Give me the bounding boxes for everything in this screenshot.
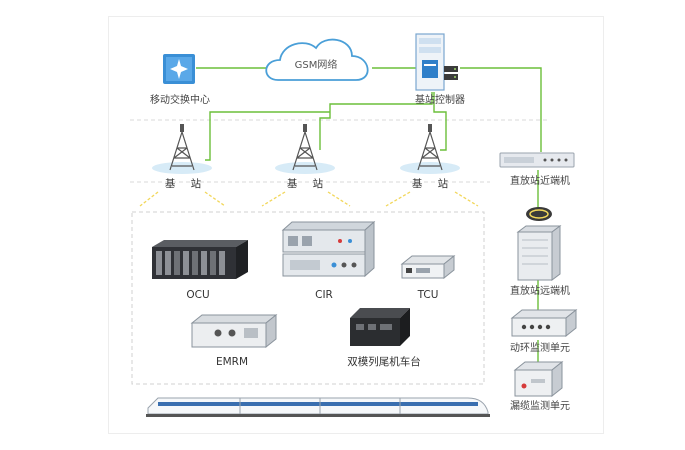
base-station-tower-2 <box>275 124 335 174</box>
base-station-tower-3 <box>400 124 460 174</box>
link-bsc-bs2 <box>319 92 433 150</box>
dual-mode-label: 双模列尾机车台 <box>347 356 421 368</box>
loop-monitor-icon <box>510 308 578 338</box>
repeater-far-label: 直放站远端机 <box>510 286 570 297</box>
base-station-3-label: 基 站 <box>411 178 455 190</box>
signal-beams <box>139 191 479 207</box>
ocu-label: OCU <box>186 289 210 301</box>
dual-mode-device-icon <box>350 308 410 346</box>
repeater-near-label: 直放站近端机 <box>510 176 570 187</box>
link-bsc-bs3 <box>433 92 447 151</box>
bsc-server-icon <box>415 33 458 91</box>
msc-switch-icon <box>163 54 195 84</box>
leaky-monitor-label: 漏缆监测单元 <box>510 401 570 412</box>
repeater-near-icon <box>499 152 575 168</box>
diagram-frame <box>108 16 604 434</box>
ocu-device-icon <box>152 240 248 279</box>
loop-monitor-label: 动环监测单元 <box>510 343 570 354</box>
gsm-network-label: GSM网络 <box>294 60 338 71</box>
emrm-device-icon <box>190 313 278 349</box>
repeater-far-icon <box>516 225 562 281</box>
link-bs1-bsc <box>205 111 330 161</box>
emrm-label: EMRM <box>215 356 249 368</box>
msc-label: 移动交换中心 <box>150 95 210 106</box>
cir-label: CIR <box>315 289 333 301</box>
gsm-cloud-icon <box>265 38 369 81</box>
base-station-2-label: 基 站 <box>286 178 330 190</box>
onboard-devices-box <box>131 211 485 385</box>
leaky-monitor-icon <box>513 360 564 398</box>
base-station-1-label: 基 站 <box>164 178 208 190</box>
train-icon <box>146 397 490 417</box>
network-links <box>196 67 542 362</box>
link-bsc-repeater <box>460 67 542 152</box>
tcu-label: TCU <box>417 289 439 301</box>
bsc-label: 基站控制器 <box>415 95 465 106</box>
cir-device-icon <box>281 220 376 278</box>
tcu-device-icon <box>400 254 456 280</box>
base-station-tower-1 <box>152 124 212 174</box>
fiber-coil-icon <box>526 207 552 221</box>
